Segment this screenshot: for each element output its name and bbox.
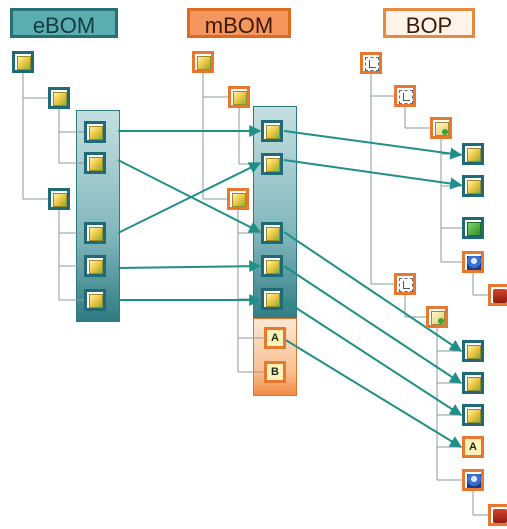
mbom-part-icon[interactable] [261,255,283,277]
bop-part-icon[interactable] [462,372,484,394]
ebom-header: eBOM [10,8,118,38]
part-glyph [53,193,67,207]
bop-toolbox-icon[interactable] [488,284,507,306]
ebom-part-icon[interactable] [84,222,106,244]
ebom-part-icon[interactable] [84,152,106,174]
mapping-arrow [117,162,262,234]
ebom-part-icon[interactable] [48,87,70,109]
operation-glyph [431,311,445,325]
bop-part-icon[interactable] [462,143,484,165]
mbom-part-icon[interactable] [192,51,214,73]
part-glyph [89,157,103,171]
mapping-links [117,125,463,448]
mbom-alternates-band [253,318,297,396]
part-glyph [89,260,103,274]
toolbox-glyph [493,509,507,523]
bop-part-icon[interactable] [462,175,484,197]
part-glyph [467,345,481,359]
bop-resource-green-icon[interactable] [462,217,484,239]
part-glyph [467,180,481,194]
mapping-arrow [117,260,262,273]
part-glyph [266,260,280,274]
part-glyph [89,294,103,308]
bop-worker-icon[interactable] [462,469,484,491]
bop-operation-icon[interactable] [426,306,448,328]
ebom-part-icon[interactable] [84,121,106,143]
alternate-letter: B [271,366,279,378]
part-glyph [266,293,280,307]
bop-part-icon[interactable] [462,404,484,426]
mapping-arrow [117,159,262,233]
bop-process-icon[interactable] [360,52,382,74]
operation-glyph [435,122,449,136]
mapping-arrow [283,130,463,160]
part-glyph [89,126,103,140]
part-glyph [467,409,481,423]
bop-process-icon[interactable] [394,273,416,295]
part-glyph [266,227,280,241]
bop-part-icon[interactable] [462,340,484,362]
part-glyph [89,227,103,241]
bop-alternate-icon[interactable]: A [462,436,484,458]
alternate-letter: A [271,332,279,344]
part-glyph [232,193,246,207]
process-glyph [365,57,379,71]
worker-glyph [467,474,481,488]
mbom-header: mBOM [187,8,291,38]
part-glyph [266,125,280,139]
resource-green-glyph [467,222,481,236]
bop-operation-icon[interactable] [430,117,452,139]
worker-glyph [467,256,481,270]
mbom-part-icon[interactable] [261,288,283,310]
mapping-arrow [283,265,463,384]
mapping-arrow [283,338,463,448]
mbom-part-icon[interactable] [227,188,249,210]
bop-header: BOP [383,8,475,38]
ebom-part-icon[interactable] [12,51,34,73]
mbom-component-band [253,106,297,323]
mapping-arrow [283,231,462,352]
process-glyph [399,278,413,292]
ebom-part-icon[interactable] [48,188,70,210]
part-glyph [266,158,280,172]
part-glyph [17,56,31,70]
mbom-part-icon[interactable] [261,222,283,244]
mapping-arrow [283,159,463,190]
part-glyph [467,148,481,162]
mbom-part-icon[interactable] [228,86,250,108]
mbom-alternate-icon[interactable]: A [264,327,286,349]
bop-toolbox-icon[interactable] [488,504,507,526]
ebom-component-band [76,110,120,322]
bop-process-icon[interactable] [394,85,416,107]
mbom-part-icon[interactable] [261,120,283,142]
part-glyph [467,377,481,391]
ebom-part-icon[interactable] [84,289,106,311]
part-glyph [53,92,67,106]
part-glyph [233,91,247,105]
mapping-arrow [283,299,463,416]
alternate-letter: A [469,441,477,453]
ebom-part-icon[interactable] [84,255,106,277]
mbom-alternate-icon[interactable]: B [264,361,286,383]
bop-worker-icon[interactable] [462,251,484,273]
process-glyph [399,90,413,104]
toolbox-glyph [493,289,507,303]
part-glyph [197,56,211,70]
mbom-part-icon[interactable] [261,153,283,175]
